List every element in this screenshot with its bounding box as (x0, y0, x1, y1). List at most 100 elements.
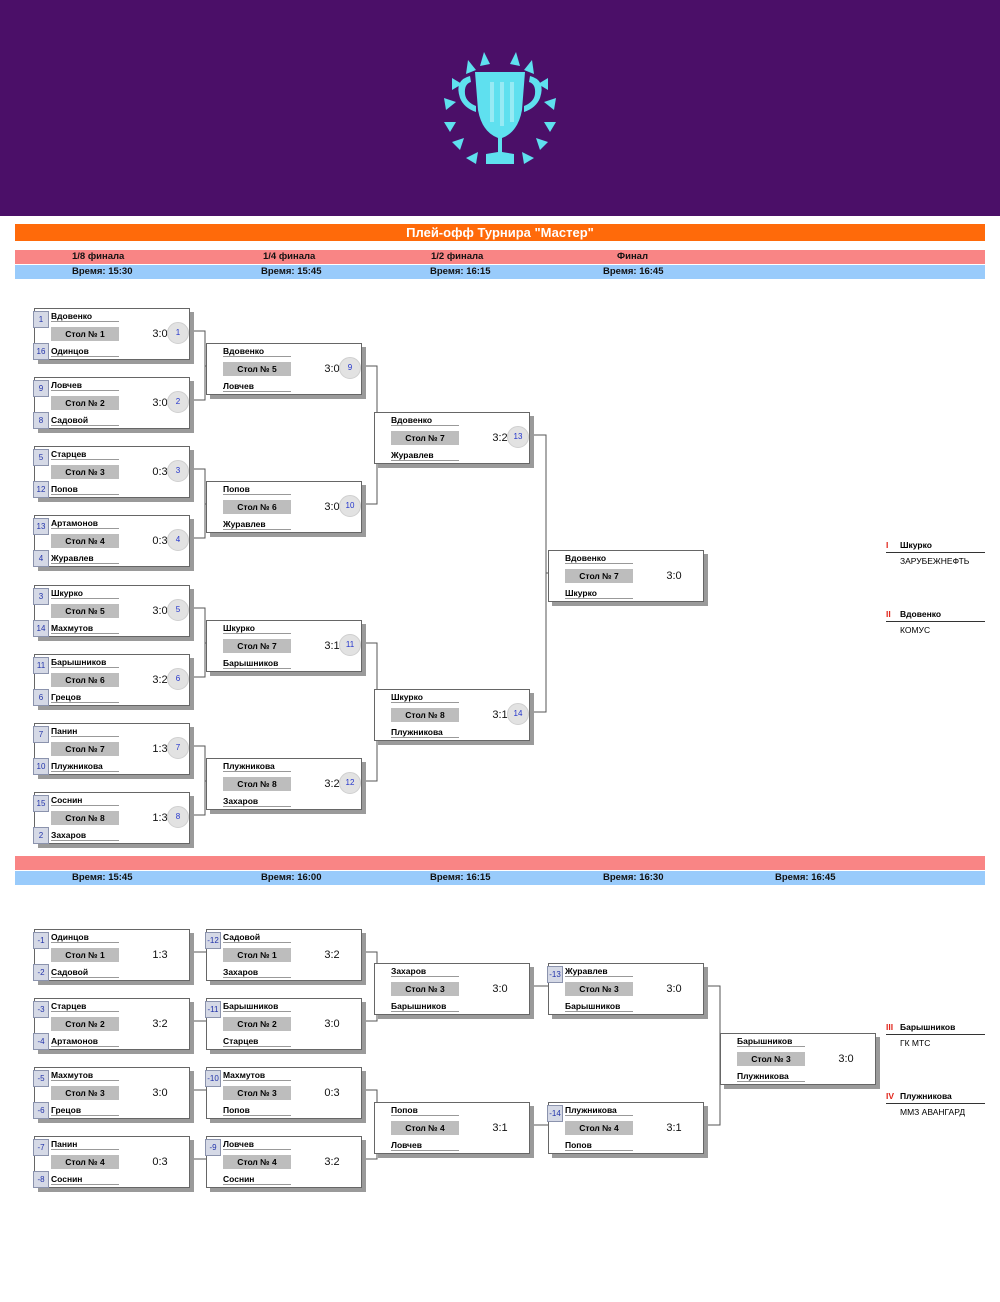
table-label: Стол № 7 (565, 569, 633, 583)
player-name: Плужникова (391, 727, 459, 738)
seed-badge: 16 (33, 343, 49, 360)
match-score: 3:0 (152, 397, 168, 409)
player-name: Шкурко (223, 623, 291, 634)
match-score: 3:1 (492, 709, 508, 721)
match-number-badge: 12 (339, 772, 361, 794)
table-label: Стол № 1 (223, 948, 291, 962)
table-label: Стол № 4 (391, 1121, 459, 1135)
table-label: Стол № 3 (391, 982, 459, 996)
table-label: Стол № 3 (51, 1086, 119, 1100)
player-name: Шкурко (391, 692, 459, 703)
player-name: Садовой (51, 967, 120, 978)
seed-badge: 5 (33, 449, 49, 466)
player-name: Вдовенко (51, 311, 120, 322)
match-score: 3:0 (152, 328, 168, 340)
match-number-badge: 13 (507, 426, 529, 448)
player-name: Барышников (565, 1001, 634, 1012)
place-club: ГК МТС (900, 1038, 931, 1048)
match-score: 3:2 (492, 432, 508, 444)
player-name: Захаров (223, 967, 292, 978)
player-name: Грецов (51, 1105, 120, 1116)
rounds-header-bar (15, 250, 985, 264)
player-name: Соснин (223, 1174, 292, 1185)
match-number-badge: 10 (339, 495, 361, 517)
player-name: Захаров (223, 796, 292, 807)
match-score: 0:3 (324, 1087, 340, 1099)
match-score: 3:0 (666, 570, 682, 582)
player-name: Панин (51, 726, 120, 737)
match-number-badge: 4 (167, 529, 189, 551)
player-name: Соснин (51, 795, 120, 806)
match-score: 3:2 (152, 674, 168, 686)
match-score: 3:0 (324, 501, 340, 513)
table-label: Стол № 5 (223, 362, 291, 376)
table-label: Стол № 1 (51, 948, 119, 962)
player-name: Шкурко (51, 588, 119, 599)
player-name: Плужникова (51, 761, 119, 772)
page-header (0, 0, 1000, 216)
place-club: ММЗ АВАНГАРД (900, 1107, 966, 1117)
match-number-badge: 2 (167, 391, 189, 413)
player-name: Вдовенко (223, 346, 292, 357)
player-name: Захаров (51, 830, 120, 841)
player-name: Журавлев (51, 553, 119, 564)
player-name: Ловчев (223, 381, 291, 392)
round-label: 1/4 финала (263, 251, 316, 262)
player-name: Попов (223, 1105, 291, 1116)
player-name: Соснин (51, 1174, 120, 1185)
match-number-badge: 1 (167, 322, 189, 344)
round-time: Время: 15:45 (261, 266, 322, 277)
match-score: 3:1 (492, 1122, 508, 1134)
table-label: Стол № 2 (51, 396, 119, 410)
match-score: 3:2 (152, 1018, 168, 1030)
player-name: Плужникова (737, 1071, 805, 1082)
seed-badge: 1 (33, 311, 49, 328)
match-score: 0:3 (152, 535, 168, 547)
seed-badge: 15 (33, 795, 49, 812)
player-name: Барышников (223, 1001, 292, 1012)
table-label: Стол № 4 (51, 1155, 119, 1169)
place-club: ЗАРУБЕЖНЕФТЬ (900, 556, 970, 566)
player-name: Плужникова (565, 1105, 633, 1116)
match-score: 3:2 (324, 949, 340, 961)
match-number-badge: 11 (339, 634, 361, 656)
times-header-bar (15, 265, 985, 279)
player-name: Махмутов (51, 623, 120, 634)
match-number-badge: 6 (167, 668, 189, 690)
round-label: 1/8 финала (72, 251, 125, 262)
match-score: 3:0 (152, 605, 168, 617)
player-name: Садовой (223, 932, 292, 943)
player-name: Барышников (737, 1036, 806, 1047)
player-name: Артамонов (51, 1036, 120, 1047)
seed-badge: 11 (33, 657, 49, 674)
seed-badge: 2 (33, 827, 49, 844)
place-numeral: I (886, 540, 889, 550)
match-score: 3:1 (324, 640, 340, 652)
player-name: Старцев (223, 1036, 292, 1047)
seed-badge: -8 (33, 1171, 49, 1188)
player-name: Вдовенко (565, 553, 634, 564)
place-numeral: III (886, 1022, 894, 1032)
player-name: Одинцов (51, 932, 119, 943)
player-name: Старцев (51, 449, 120, 460)
place-numeral: IV (886, 1091, 895, 1101)
seed-badge: -2 (33, 964, 49, 981)
